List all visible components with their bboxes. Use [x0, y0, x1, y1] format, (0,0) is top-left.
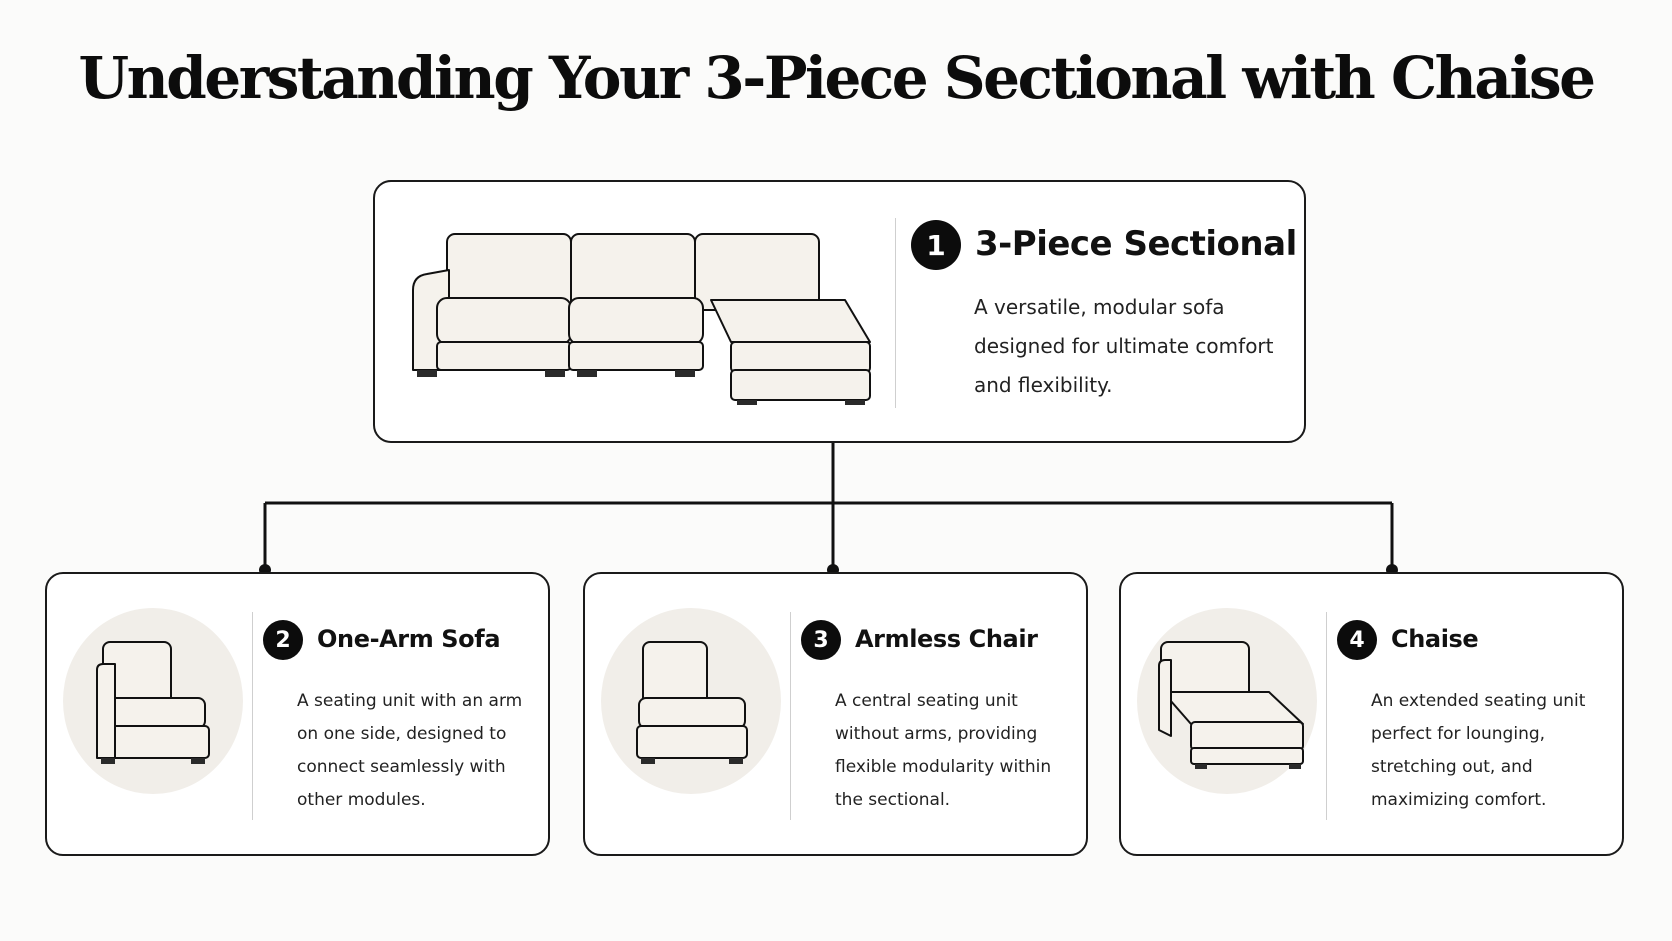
card-divider: [1326, 612, 1327, 820]
module-card-one-arm-sofa: 2 One-Arm Sofa A seating unit with an ar…: [45, 572, 550, 856]
number-badge: 4: [1337, 620, 1377, 660]
card-divider: [895, 218, 896, 408]
number-badge: 3: [801, 620, 841, 660]
card-description: A seating unit with an arm on one side, …: [297, 691, 523, 810]
module-card-chaise: 4 Chaise An extended seating unit perfec…: [1119, 572, 1624, 856]
number-badge: 1: [911, 220, 961, 270]
card-title: Chaise: [1391, 625, 1479, 653]
chaise-icon: [1158, 641, 1304, 769]
card-divider: [252, 612, 253, 820]
card-description: A versatile, modular sofa designed for u…: [974, 295, 1274, 397]
one-arm-sofa-icon: [96, 641, 210, 764]
number-badge: 2: [263, 620, 303, 660]
card-divider: [790, 612, 791, 820]
sectional-sofa-icon: [412, 233, 871, 405]
card-title: One-Arm Sofa: [317, 625, 501, 653]
card-title: 3-Piece Sectional: [975, 224, 1297, 264]
module-card-armless-chair: 3 Armless Chair A central seating unit w…: [583, 572, 1088, 856]
armless-chair-icon: [636, 641, 748, 764]
card-title: Armless Chair: [855, 625, 1038, 653]
card-description: An extended seating unit perfect for lou…: [1371, 691, 1586, 810]
main-card-sectional: 1 3-Piece Sectional A versatile, modular…: [373, 180, 1306, 443]
page-title: Understanding Your 3-Piece Sectional wit…: [78, 44, 1596, 112]
card-description: A central seating unit without arms, pro…: [835, 691, 1052, 810]
